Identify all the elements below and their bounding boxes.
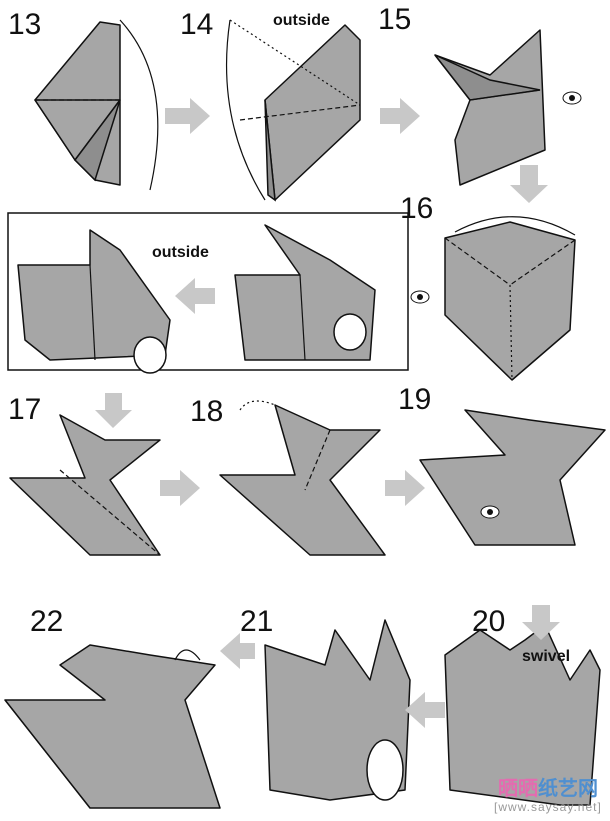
step-16-figure — [410, 216, 576, 381]
step-19-figure — [419, 409, 606, 546]
step-14-figure — [225, 19, 361, 202]
inset-figures — [17, 224, 376, 374]
inset-frame — [7, 212, 409, 371]
arrow-right-icon — [385, 470, 425, 506]
step-number: 16 — [400, 192, 434, 225]
step-number: 19 — [398, 383, 432, 416]
swivel-label: swivel — [522, 648, 571, 665]
step-number: 22 — [30, 605, 64, 638]
arrow-right-icon — [160, 470, 200, 506]
arrow-left-icon — [175, 278, 215, 314]
watermark-logo: 晒晒纸艺网 — [498, 778, 598, 800]
step-22-figure — [4, 644, 221, 809]
step-number: 13 — [8, 8, 42, 41]
step-arrows — [95, 98, 560, 728]
outside-label: outside — [152, 244, 209, 261]
step-number: 18 — [190, 395, 224, 428]
arrow-right-icon — [165, 98, 210, 134]
watermark-url: [www.saysay.net] — [494, 800, 602, 814]
arrow-right-icon — [380, 98, 420, 134]
step-18-figure — [219, 400, 386, 556]
step-number: 15 — [378, 3, 412, 36]
arrow-down-icon — [95, 393, 132, 428]
step-number: 14 — [180, 8, 214, 41]
step-17-figure — [9, 414, 161, 556]
step-13-figure — [34, 19, 159, 191]
arrow-down-icon — [510, 165, 548, 203]
arrow-down-icon — [522, 605, 560, 640]
step-number: 21 — [240, 605, 274, 638]
step-21-figure — [264, 619, 411, 801]
step-number: 17 — [8, 393, 42, 426]
outside-label: outside — [273, 12, 330, 29]
step-20-figure — [444, 624, 601, 806]
arrow-left-icon — [405, 692, 445, 728]
arrow-left-icon — [220, 633, 255, 669]
step-15-figure — [434, 29, 582, 186]
step-number: 20 — [472, 605, 506, 638]
